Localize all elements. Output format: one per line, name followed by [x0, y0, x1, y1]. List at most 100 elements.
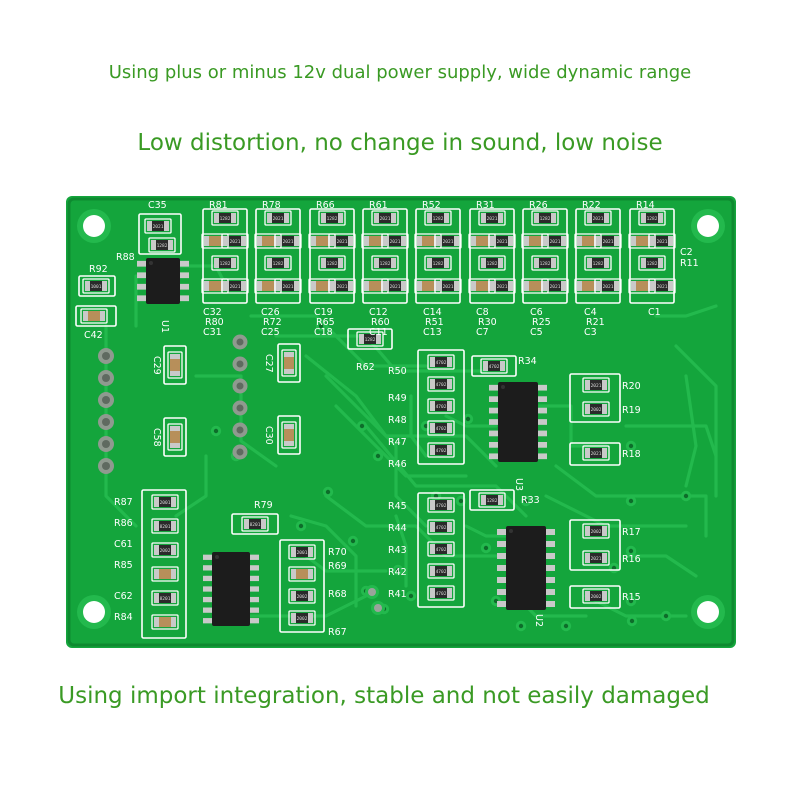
pad — [544, 281, 549, 291]
resistor-code: 1282 — [380, 261, 391, 267]
mounting-hole — [83, 215, 105, 237]
ic-pin — [250, 607, 259, 613]
copper-trace — [304, 554, 388, 573]
pad — [481, 258, 486, 268]
part-silk-frame — [427, 442, 455, 458]
part-body — [646, 258, 658, 268]
silk-label-c19: C19 — [314, 307, 333, 318]
pad — [384, 281, 389, 291]
part-body — [379, 213, 391, 223]
pad — [597, 236, 602, 246]
smd-resistor: 4702 — [427, 442, 455, 458]
pad — [284, 213, 289, 223]
pad — [577, 236, 582, 246]
resistor-code: 1282 — [220, 261, 231, 267]
silk-label-r88: R88 — [116, 252, 135, 263]
part-body — [422, 281, 434, 291]
pad — [658, 213, 663, 223]
pad — [277, 281, 282, 291]
smd-resistor: 2021 — [328, 278, 356, 294]
part-silk-frame — [221, 233, 249, 249]
silk-label-c8: C8 — [476, 307, 489, 318]
smd-resistor: 2001 — [151, 494, 179, 510]
part-body — [364, 334, 376, 344]
silk-label-r70: R70 — [328, 547, 347, 558]
caption-import-integration: Using import integration, stable and not… — [58, 683, 710, 709]
resistor-code: 2021 — [337, 239, 348, 245]
silk-outline — [163, 417, 187, 457]
pad — [648, 236, 653, 246]
silk-label-r79: R79 — [254, 500, 273, 511]
part-silk-frame — [281, 349, 297, 377]
ic-pin — [546, 601, 555, 607]
pad — [498, 258, 503, 268]
silk-label-c27: C27 — [263, 354, 274, 373]
smd-resistor: 4702 — [427, 541, 455, 557]
pad — [168, 240, 173, 250]
mounting-hole — [83, 601, 105, 623]
part-body — [209, 281, 221, 291]
pad — [602, 553, 607, 563]
part-body — [496, 236, 508, 246]
part-body — [590, 591, 602, 601]
ic-pin — [137, 272, 146, 279]
pad — [328, 236, 333, 246]
pad — [241, 281, 246, 291]
silk-outline — [277, 415, 301, 455]
ic-pin — [489, 419, 498, 425]
pad — [170, 443, 180, 448]
silk-label-c58: C58 — [151, 428, 162, 447]
silk-label-c7: C7 — [476, 327, 489, 338]
silk-label-r25: R25 — [532, 317, 551, 328]
silk-label-r49: R49 — [388, 393, 407, 404]
silk-outline — [522, 208, 568, 304]
resistor-code: 2021 — [390, 284, 401, 290]
pad — [364, 236, 369, 246]
resistor-code: 4702 — [436, 569, 447, 575]
part-body — [549, 236, 561, 246]
silk-outline — [569, 442, 621, 466]
via-hole — [483, 545, 489, 551]
smd-resistor: 2021 — [371, 210, 399, 226]
copper-trace — [444, 414, 498, 428]
copper-trace — [289, 514, 358, 608]
silk-label-c13: C13 — [423, 327, 442, 338]
pad — [224, 281, 229, 291]
pad — [311, 236, 316, 246]
pad — [447, 401, 452, 411]
part-silk-frame — [288, 544, 316, 560]
pad — [483, 361, 488, 371]
via-hole — [433, 493, 439, 499]
pad — [348, 236, 353, 246]
smd-resistor: 8201 — [151, 518, 179, 534]
smd-resistor: 4702 — [427, 420, 455, 436]
header-pin-center — [102, 374, 110, 382]
smd-resistor: 8201 — [241, 516, 269, 532]
silk-label-c25: C25 — [261, 327, 280, 338]
copper-trace — [624, 554, 698, 578]
smd-resistor: 1282 — [211, 210, 239, 226]
pad — [308, 613, 313, 623]
part-body — [602, 281, 614, 291]
ic-pin — [497, 541, 506, 547]
pad — [267, 213, 272, 223]
via-hole — [423, 423, 429, 429]
resistor-code: 2021 — [283, 284, 294, 290]
pad — [331, 236, 336, 246]
part-body — [296, 547, 308, 557]
part-silk-frame — [531, 255, 559, 271]
pad — [214, 213, 219, 223]
ic-pin1-dot — [149, 261, 153, 265]
silk-label-r46: R46 — [388, 459, 407, 470]
part-body — [582, 236, 594, 246]
smd-resistor: 1282 — [478, 492, 506, 508]
silk-outline — [471, 355, 517, 377]
resistor-code: 2021 — [230, 284, 241, 290]
pad — [401, 236, 406, 246]
silk-outline — [575, 208, 621, 304]
pad — [401, 281, 406, 291]
part-silk-frame — [488, 233, 516, 249]
ic-pin — [250, 618, 259, 624]
pad — [491, 281, 496, 291]
pad — [85, 281, 90, 291]
